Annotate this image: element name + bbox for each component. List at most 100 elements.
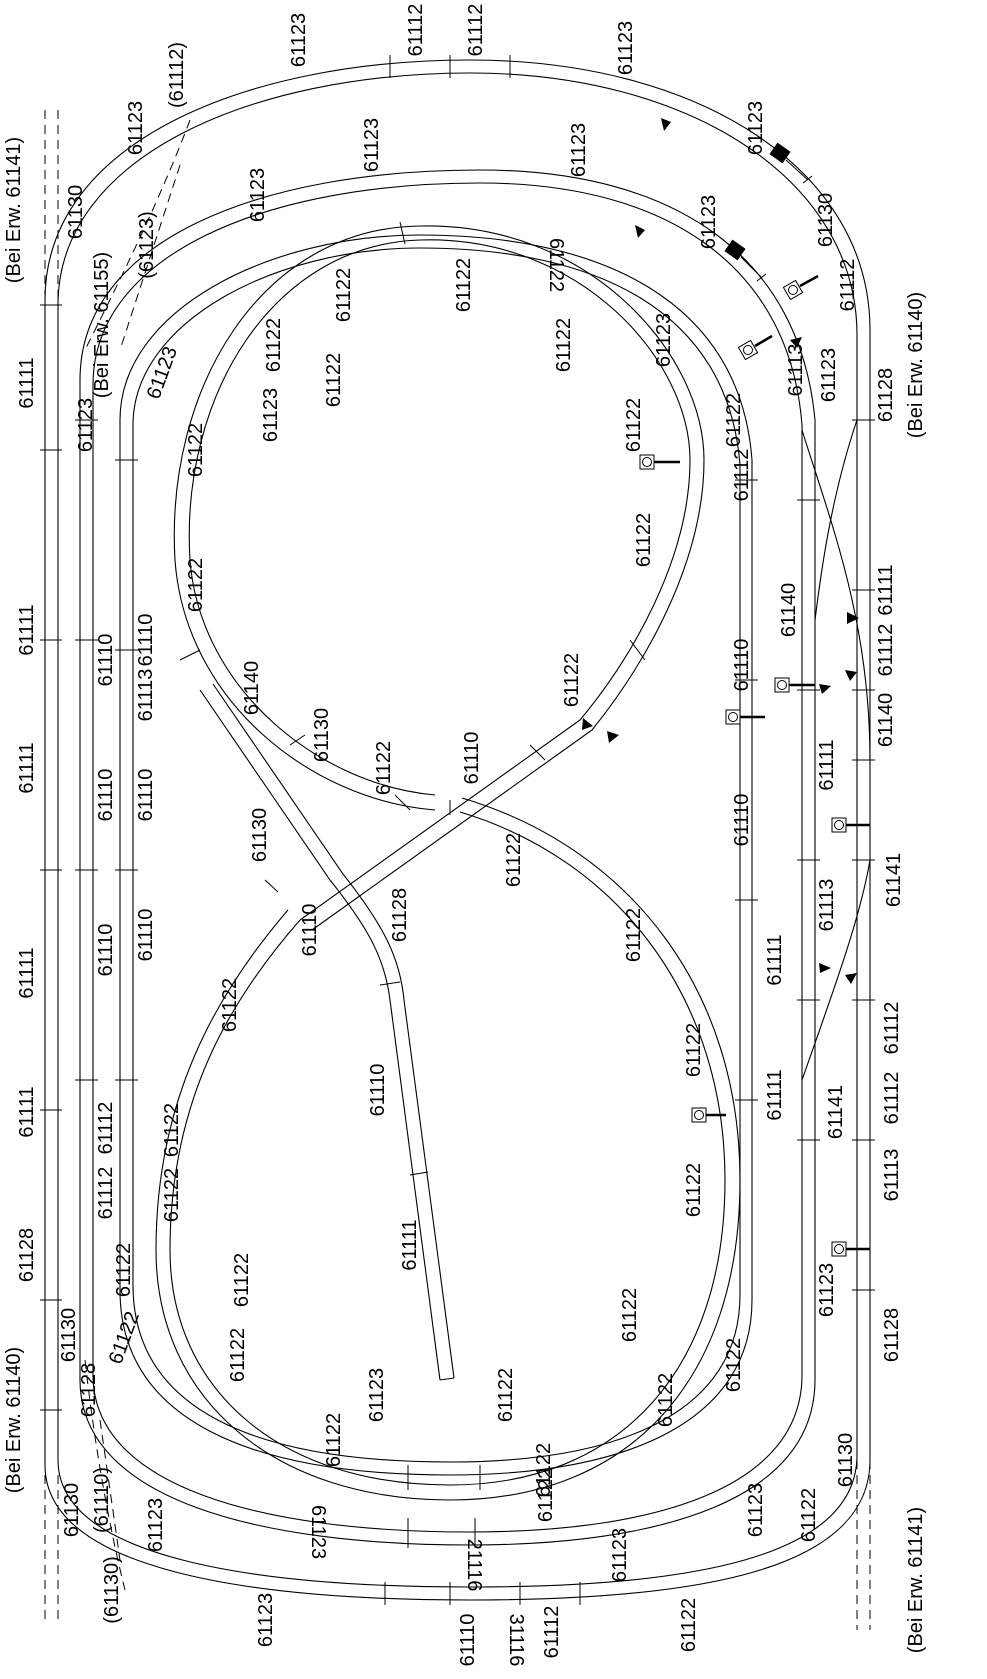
track-label: 61130 (249, 808, 271, 862)
track-label: 61123 (361, 118, 383, 172)
track-label: 61111 (16, 1086, 38, 1137)
upper-circle-track (173, 225, 705, 811)
extension-label: (Bei Erw. 61140) (3, 1347, 25, 1493)
lower-circle-track (155, 797, 741, 1501)
track-label: 61110 (299, 904, 321, 957)
track-label: 61122 (561, 653, 583, 707)
track-label: 61110 (135, 614, 157, 667)
track-label: 61110 (367, 1064, 389, 1117)
track-label: 61128 (875, 368, 897, 422)
labels-upper-circle: 61122 61122 61122 61122 61122 61122 6112… (143, 238, 745, 795)
track-label: 61122 (683, 1163, 705, 1217)
track-label: 61122 (623, 398, 645, 452)
track-label: 21116 (463, 1539, 485, 1592)
signal-icon (737, 334, 773, 361)
track-label: 61111 (16, 604, 38, 655)
track-label: 61122 (623, 908, 645, 962)
track-joints (40, 55, 875, 1605)
diagonal-crossing-track (299, 719, 593, 931)
track-label: 61122 (678, 1598, 700, 1652)
track-label: 61123 (125, 101, 147, 155)
track-label: 61112 (881, 1072, 903, 1125)
labels-second-loop: 61130 61123 61110 61112 61112 61110 6111… (58, 313, 847, 1417)
labels-outer-top: 61123 61112 61112 61123 61123 61123 6112… (125, 4, 767, 222)
track-label: 61122 (161, 1168, 183, 1222)
track-label: 61123 (653, 313, 675, 367)
track-label: 61122 (219, 978, 241, 1032)
track-label: 61122 (619, 1288, 641, 1342)
track-label: 61122 (105, 1309, 144, 1367)
track-label: 61122 (453, 258, 475, 312)
track-label: 61122 (723, 393, 745, 447)
track-label: 61123 (145, 1498, 167, 1552)
track-label: 61122 (227, 1328, 249, 1382)
track-label: 61123 (816, 1263, 838, 1317)
track-label: 61110 (135, 769, 157, 822)
track-label: 61112 (837, 259, 859, 312)
track-label: 61113 (816, 879, 838, 932)
track-label: 61130 (65, 185, 87, 239)
track-label: 61112 (881, 1002, 903, 1055)
track-label: 61122 (545, 238, 567, 292)
track-label: 61122 (323, 1413, 345, 1467)
track-label: 61123 (366, 1368, 388, 1422)
track-label: 61140 (875, 693, 897, 747)
track-label: 61130 (58, 1308, 80, 1362)
track-label: 61112 (541, 1606, 563, 1659)
track-label: 61122 (323, 353, 345, 407)
track-label: 61112 (95, 1102, 117, 1155)
track-label: 61122 (495, 1368, 517, 1422)
track-label: 61122 (373, 741, 395, 795)
triangle-marker (607, 731, 619, 743)
track-label: 61110 (731, 794, 753, 847)
track-label: 61123 (609, 1528, 631, 1582)
triangle-marker (582, 718, 593, 730)
track-label: 61111 (764, 934, 786, 985)
signal-icon (774, 677, 815, 693)
siding-tracks (801, 419, 871, 1081)
labels-outer-right: 61130 61112 61128 61111 61112 61140 6114… (678, 193, 905, 1652)
spur-track (199, 683, 455, 1381)
triangle-marker (661, 118, 671, 131)
track-label: 61130 (311, 708, 333, 762)
track-label: 61130 (835, 1433, 857, 1487)
track-label: 61122 (185, 558, 207, 612)
signal-icon (691, 1107, 726, 1123)
track-label: 61122 (723, 1338, 745, 1392)
extension-label: (61123) (136, 211, 158, 278)
direction-arrows (582, 118, 859, 984)
triangle-marker (790, 337, 802, 348)
track-label: 61112 (875, 624, 897, 677)
track-label: 61122 (185, 423, 207, 477)
triangle-marker (819, 684, 831, 694)
track-label: 61122 (655, 1373, 677, 1427)
track-label: 61110 (731, 639, 753, 692)
track-label: 61128 (16, 1228, 38, 1282)
signal-icon (831, 1241, 870, 1257)
extension-label: (61112) (166, 42, 188, 108)
track-label: 61123 (255, 1593, 277, 1647)
track-label: 61111 (16, 947, 38, 998)
track-label: 61110 (461, 732, 483, 785)
triangle-marker (819, 963, 831, 973)
signals (639, 142, 870, 1257)
track-label: 61122 (263, 318, 285, 372)
labels-outer-bottom: 61123 61123 61112 31116 61110 61123 6112… (145, 1468, 631, 1666)
track-label: 61113 (881, 1149, 903, 1202)
track-label: 61140 (778, 583, 800, 637)
extension-label: (Bei Erw. 61141) (3, 137, 25, 283)
labels-extensions: (Bei Erw. 61141) (61112) (61123) (Bei Er… (3, 42, 927, 1653)
track-label: 61123 (568, 123, 590, 177)
triangle-marker (847, 612, 859, 624)
labels-spur: 61130 61128 61110 61111 (249, 808, 421, 1271)
signal-icon (639, 454, 680, 470)
track-label: 61128 (78, 1363, 100, 1417)
track-label: 61123 (745, 1483, 767, 1537)
triangle-marker (635, 225, 645, 238)
extension-label: (Bei Erw. 61141) (905, 1507, 927, 1653)
track-label: 61128 (389, 888, 411, 942)
track-label: 61110 (135, 909, 157, 962)
track-label: 61122 (633, 513, 655, 567)
track-label: 61123 (698, 195, 720, 249)
